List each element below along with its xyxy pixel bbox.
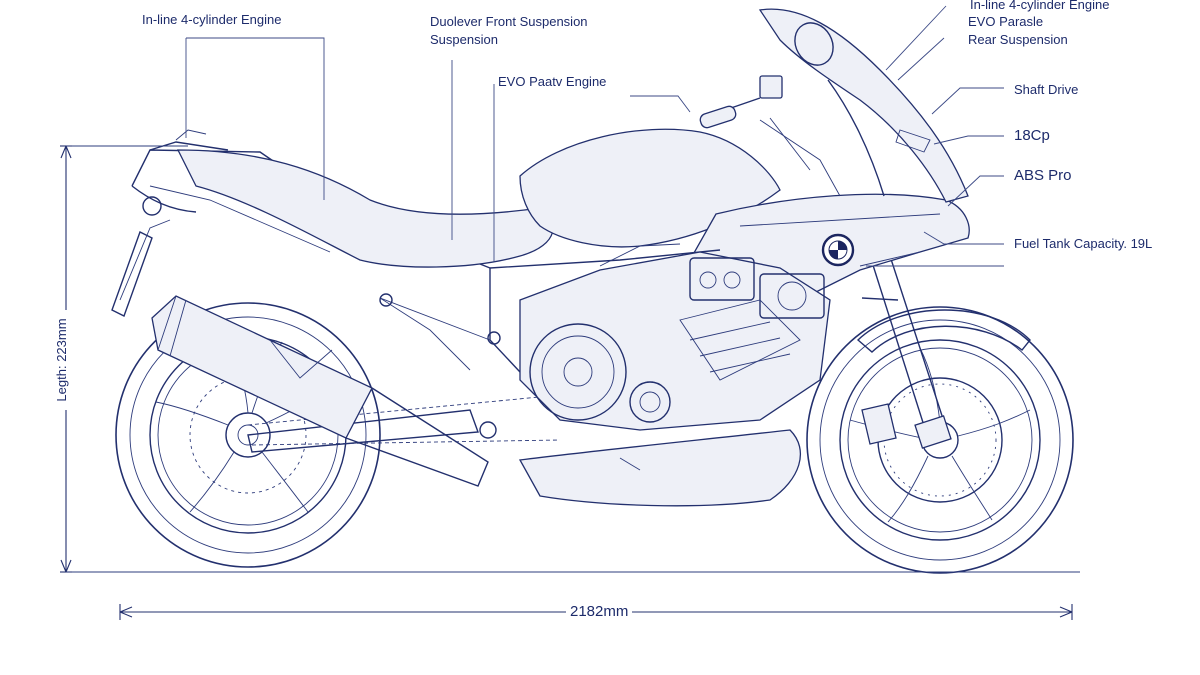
swingarm — [247, 394, 561, 453]
power-label: 18Cp — [1014, 127, 1050, 144]
rear-suspension-label: Rear Suspension — [968, 32, 1068, 47]
brand-logo — [821, 233, 855, 267]
exhaust — [151, 295, 489, 487]
front-fender — [856, 309, 1031, 353]
windscreen — [758, 8, 969, 203]
headlight — [895, 129, 931, 153]
front-wheel — [806, 306, 1074, 574]
belly-pan — [518, 429, 801, 507]
engine-label-right: In-line 4-cylinder Engine — [970, 0, 1110, 12]
leader-lines — [185, 5, 1004, 267]
seat — [176, 149, 554, 268]
fairing-edge — [827, 79, 885, 197]
front-fork — [861, 255, 952, 449]
abs-label: ABS Pro — [1014, 167, 1072, 184]
front-suspension-label: Duolever Front Suspension — [430, 14, 588, 29]
engine-label-left: In-line 4-cylinder Engine — [142, 12, 282, 27]
height-dimension-label: Legth: 223mm — [54, 310, 70, 410]
fuel-tank-label: Fuel Tank Capacity. 19L — [1014, 236, 1153, 251]
mirror — [794, 22, 834, 66]
front-suspension-label-line2: Suspension — [430, 32, 498, 47]
fairing-line — [739, 213, 941, 227]
main-frame — [379, 249, 721, 439]
length-dimension-label: 2182mm — [566, 604, 633, 620]
engine — [519, 243, 831, 431]
evo-engine-label: EVO Paatv Engine — [498, 74, 607, 89]
handlebar — [699, 75, 841, 197]
evo-parasle-label: EVO Parasle — [968, 14, 1044, 29]
shaft-drive-label: Shaft Drive — [1014, 82, 1079, 97]
